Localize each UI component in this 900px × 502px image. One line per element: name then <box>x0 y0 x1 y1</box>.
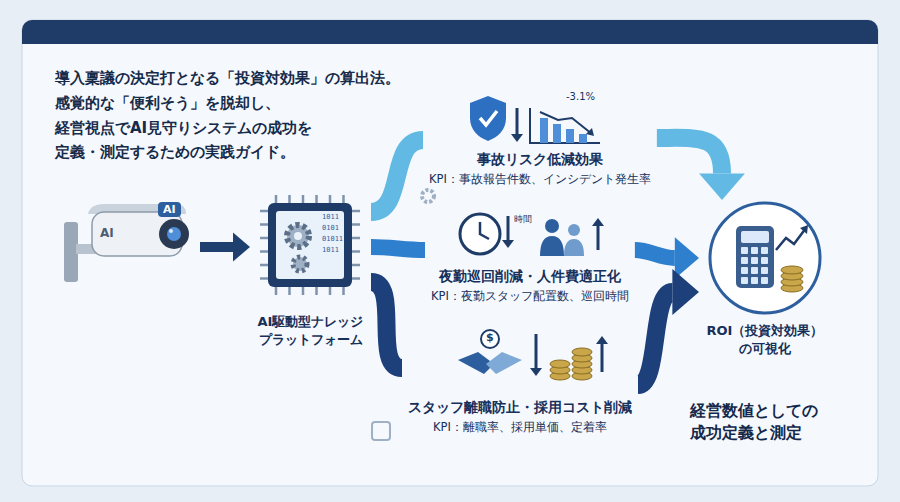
flow-connector <box>638 269 699 385</box>
effect-node: 事故リスク低減効果 KPI：事故報告件数、インシデント発生率 <box>423 90 657 191</box>
top-bar <box>22 20 878 44</box>
connector-band <box>635 250 675 258</box>
effect-heading: 事故リスク低減効果 <box>477 150 603 168</box>
node-label: ROI（投資対効果） の可視化 <box>705 322 825 357</box>
chip-icon <box>260 195 360 295</box>
clock-icon <box>460 214 514 254</box>
connector-band <box>638 292 672 385</box>
camera-node: AI AI <box>60 190 200 300</box>
panel <box>22 20 878 486</box>
dollar-sign: $ <box>486 331 494 344</box>
kpi-text: KPI：事故報告件数、インシデント発生率 <box>429 172 651 187</box>
up-arrow <box>601 340 604 372</box>
platform-node: AI駆動型ナレッジ プラットフォーム <box>250 195 371 352</box>
arrow-head <box>672 269 699 315</box>
roi-node: ROI（投資対効果） の可視化 <box>699 200 831 361</box>
people-icon <box>540 218 604 256</box>
roi-circle <box>710 203 820 313</box>
flow-connector <box>371 140 423 212</box>
connector-band <box>200 242 233 252</box>
shield-icon <box>470 96 506 141</box>
arrow-head <box>699 173 745 200</box>
coin-stack-icon <box>550 348 592 380</box>
chart-icon <box>511 108 600 143</box>
camera-icon <box>64 204 189 282</box>
kpi-text: KPI：離職率、採用単価、定着率 <box>433 420 607 435</box>
binary-digits: 1011 <box>322 246 339 254</box>
effect-heading: 夜勤巡回削減・人件費適正化 <box>439 267 621 285</box>
percent-label: -3.1% <box>566 91 595 102</box>
effect-node: スタッフ離職防止・採用コスト削減 KPI：離職率、採用単価、定着率 <box>402 330 638 439</box>
connector-band <box>657 138 722 174</box>
binary-digits: 1011 <box>322 213 339 221</box>
binary-digits: 01011 <box>322 235 343 243</box>
summary-text: 経営数値としての 成功定義と測定 <box>690 400 821 445</box>
time-label: 時間 <box>514 213 532 226</box>
effect-heading: スタッフ離職防止・採用コスト削減 <box>408 398 632 416</box>
connector-band <box>371 140 423 212</box>
flow-connector <box>635 237 699 279</box>
intro-title: 導入稟議の決定打となる「投資対効果」の算出法。 感覚的な「便利そう」を脱却し、 … <box>55 66 403 165</box>
arrow-head <box>233 233 250 262</box>
handshake-icon <box>458 330 542 376</box>
camera-print: AI <box>100 226 114 240</box>
flow-connector <box>200 233 250 262</box>
ai-tag: AI <box>158 202 181 217</box>
binary-digits: 0101 <box>322 224 339 232</box>
flow-connector <box>371 247 425 250</box>
arrow-head <box>675 237 699 279</box>
node-label: AI駆動型ナレッジ プラットフォーム <box>256 313 365 348</box>
chip-decor <box>372 422 390 440</box>
flow-connector <box>371 282 402 368</box>
up-arrow-head <box>596 336 608 344</box>
gear-decor <box>422 190 434 202</box>
kpi-text: KPI：夜勤スタッフ配置数、巡回時間 <box>431 289 629 304</box>
connector-band <box>371 282 402 368</box>
connector-band <box>371 247 425 250</box>
flow-connector <box>657 138 745 200</box>
